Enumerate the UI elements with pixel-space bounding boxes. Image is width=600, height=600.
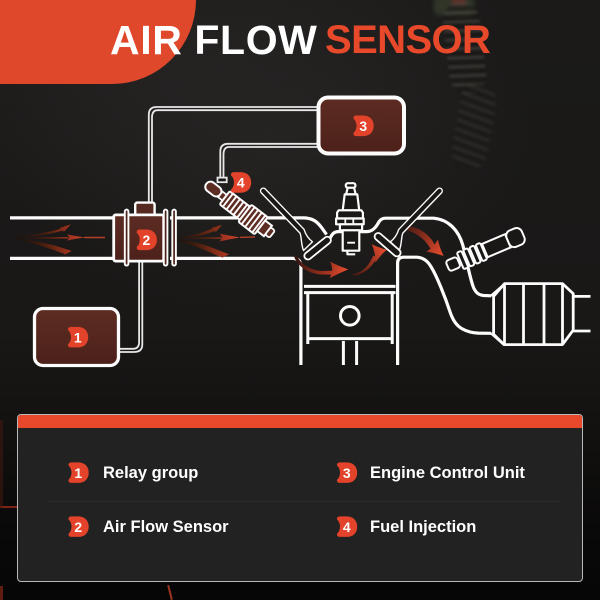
svg-text:2: 2: [74, 519, 82, 535]
svg-text:1: 1: [74, 329, 82, 345]
svg-text:4: 4: [237, 175, 245, 191]
svg-text:3: 3: [359, 118, 367, 134]
svg-text:2: 2: [143, 232, 151, 248]
svg-text:4: 4: [343, 519, 351, 535]
svg-text:3: 3: [343, 465, 351, 481]
svg-text:1: 1: [74, 465, 82, 481]
